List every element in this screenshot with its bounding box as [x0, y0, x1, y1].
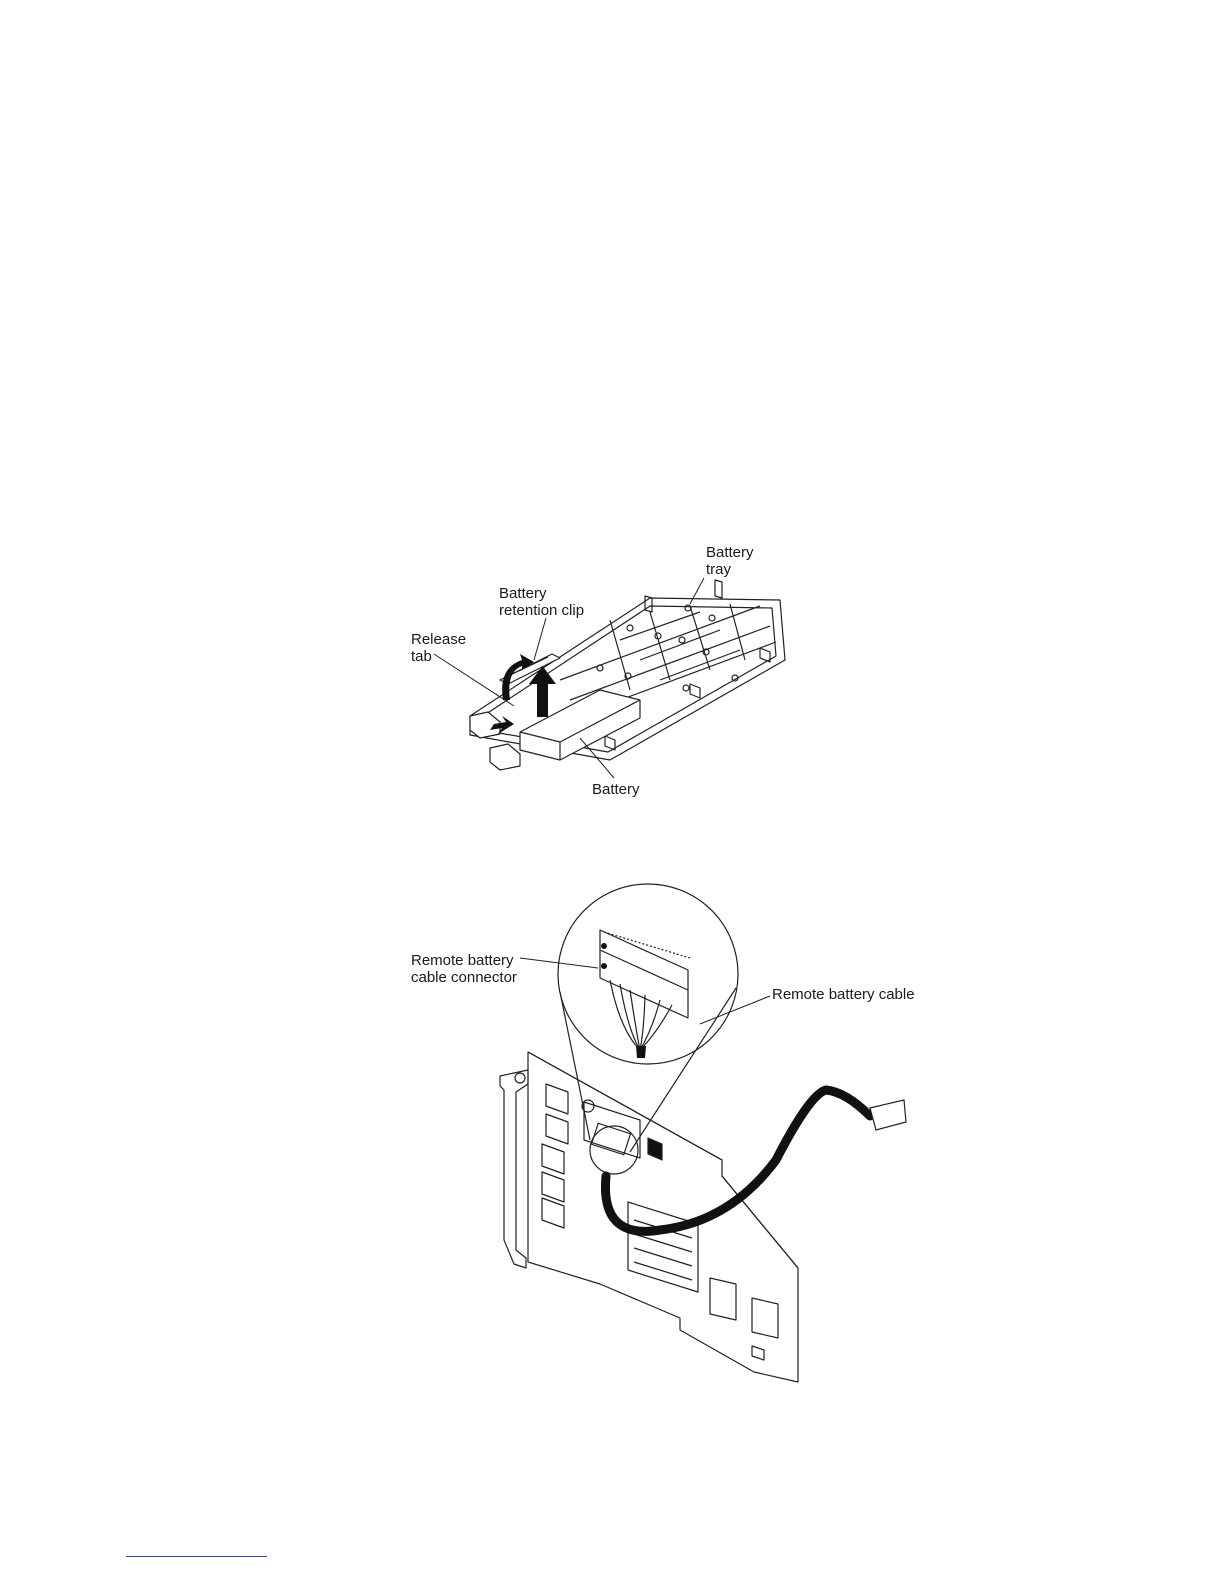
cable-label: Remote battery cable — [772, 986, 915, 1003]
remote-battery-cable-shape — [605, 1090, 870, 1231]
connector-label: Remote battery cable connector — [411, 952, 517, 986]
connector-label-line1: Remote battery — [411, 952, 517, 969]
magnifier-circle — [558, 884, 738, 1064]
pcie-bracket — [500, 1070, 528, 1268]
connector-label-line2: cable connector — [411, 969, 517, 986]
zoomed-connector — [600, 930, 688, 1018]
footer-rule — [126, 1556, 267, 1557]
